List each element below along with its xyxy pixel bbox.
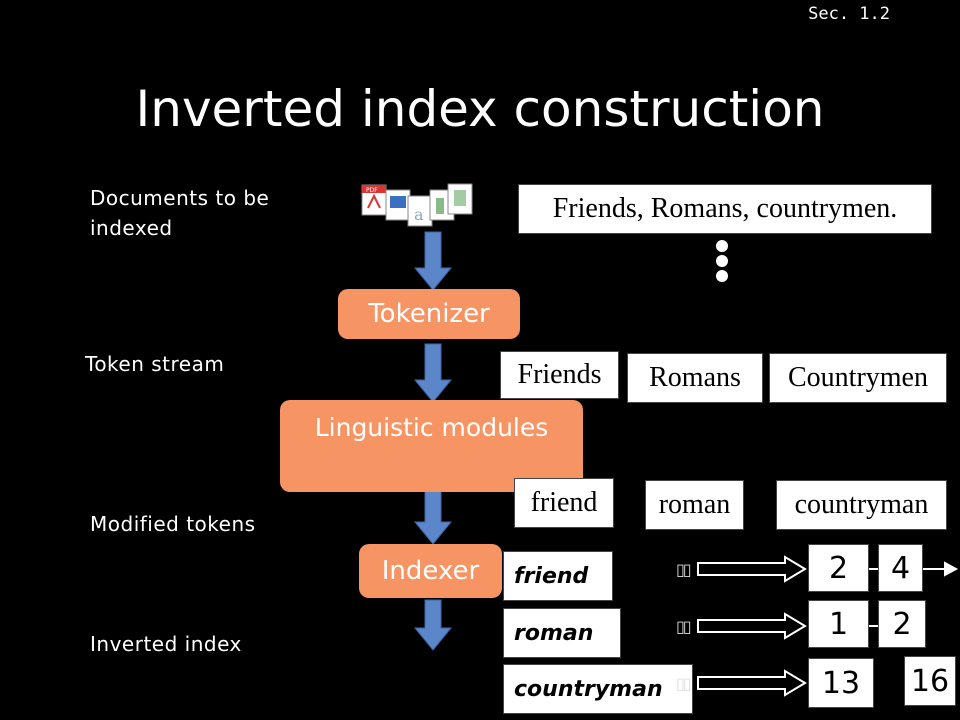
arrow-down-icon <box>413 489 453 545</box>
posting-box: 1 <box>808 600 869 648</box>
index-term: countryman <box>503 664 693 714</box>
posting-box: 13 <box>808 658 874 708</box>
posting-box: 4 <box>878 544 923 592</box>
label-inverted-index: Inverted index <box>90 632 242 656</box>
pointer-mark: ▯▯ <box>676 560 692 579</box>
arrow-right-icon <box>697 669 807 697</box>
arrow-right-icon <box>697 555 807 583</box>
token-box: Friends <box>500 351 619 399</box>
document-text-box: Friends, Romans, countrymen. <box>518 184 932 234</box>
ellipsis-dot <box>716 270 728 282</box>
label-documents: Documents to be indexed <box>90 186 270 240</box>
token-box: Romans <box>627 353 763 403</box>
arrow-right-icon <box>697 612 807 640</box>
posting-box: 2 <box>808 544 869 592</box>
arrow-down-icon <box>413 343 453 403</box>
slide-title: Inverted index construction <box>135 80 825 138</box>
modified-token-box: countryman <box>776 480 947 530</box>
ellipsis-dot <box>716 255 728 267</box>
posting-box: 2 <box>878 600 926 648</box>
index-term: friend <box>503 551 613 601</box>
ellipsis-dot <box>716 240 728 252</box>
svg-text:PDF: PDF <box>366 187 378 194</box>
modified-token-box: roman <box>645 480 744 530</box>
label-modified-tokens: Modified tokens <box>90 512 256 536</box>
linguistic-modules-stage: Linguistic modules <box>280 400 583 492</box>
index-term: roman <box>503 608 621 658</box>
modified-token-box: friend <box>514 478 614 528</box>
section-label: Sec. 1.2 <box>808 4 890 24</box>
pointer-mark: ▯▯ <box>676 674 692 693</box>
arrow-down-icon <box>413 599 453 651</box>
pointer-mark: ▯▯ <box>676 617 692 636</box>
token-box: Countrymen <box>769 353 947 403</box>
tokenizer-stage: Tokenizer <box>338 289 520 339</box>
label-token-stream: Token stream <box>85 352 225 376</box>
documents-icon: PDF a <box>361 183 473 227</box>
posting-box: 16 <box>904 656 956 706</box>
arrow-down-icon <box>413 231 453 291</box>
svg-text:a: a <box>414 205 424 224</box>
indexer-stage: Indexer <box>359 544 502 598</box>
